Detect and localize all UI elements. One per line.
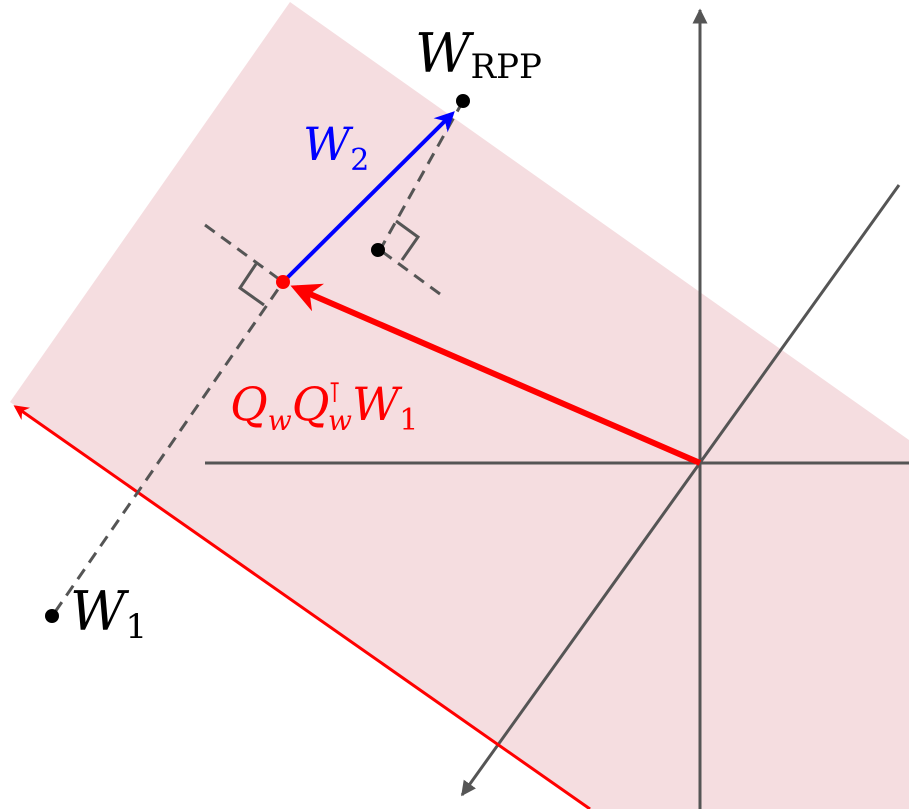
w1-point (45, 609, 59, 623)
rpp-projection-point (371, 243, 385, 257)
w2-label: W2 (303, 117, 369, 178)
plane-edge-arrow (13, 405, 591, 809)
perpendicular-dashed-line (204, 223, 284, 284)
projection-arrow (290, 283, 702, 466)
projection-point (276, 275, 290, 289)
subspace-plane (10, 2, 909, 809)
w-rpp-point (456, 94, 470, 108)
diagonal-axis (460, 184, 901, 797)
rpp-plane-dashed-line (379, 248, 441, 296)
right-angle-marker-rpp (395, 219, 421, 261)
projection-label: QwQ⊺wW1 (230, 376, 418, 438)
projection-dashed-line (53, 281, 285, 613)
w-rpp-label: WRPP (415, 22, 542, 87)
w1-label: W1 (70, 580, 147, 647)
w2-arrow (281, 111, 455, 284)
right-angle-marker (237, 263, 265, 307)
